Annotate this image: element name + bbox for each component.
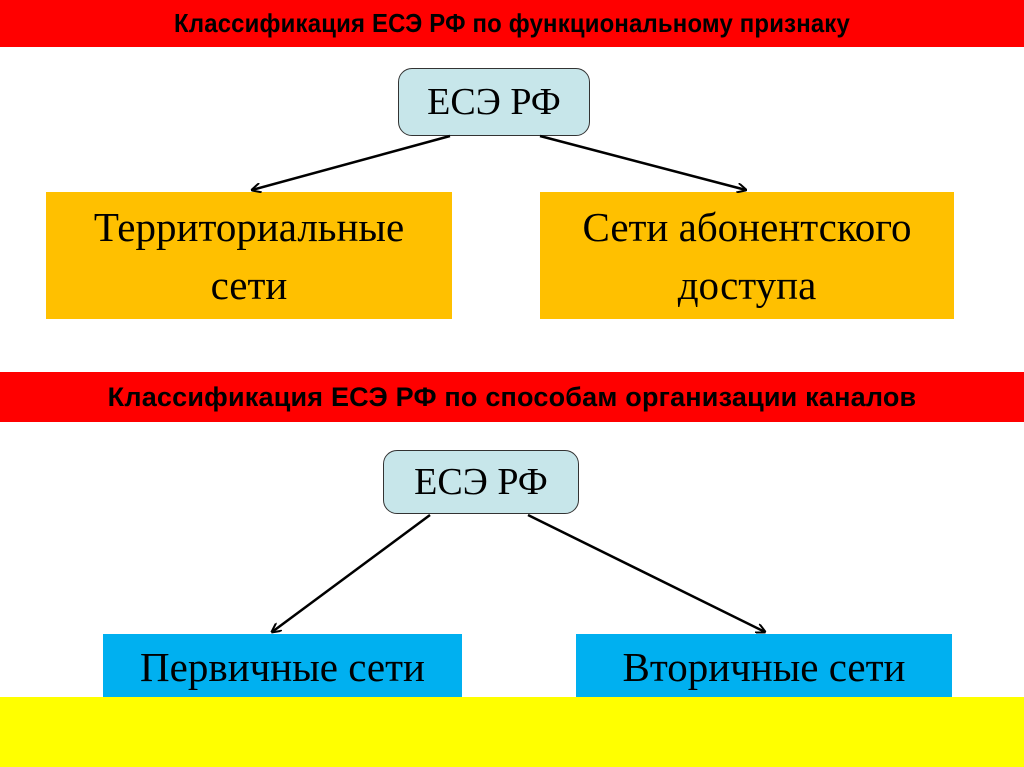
- arrow-to-secondary: [527, 513, 765, 632]
- node-subscriber-access-networks-label: Сети абонентского доступа: [582, 203, 912, 308]
- arrow-to-territorial: [252, 134, 451, 190]
- node-secondary-networks: Вторичные сети: [576, 634, 952, 700]
- node-subscriber-access-networks: Сети абонентского доступа: [540, 192, 954, 319]
- root-node-channels: ЕСЭ РФ: [383, 450, 579, 514]
- section-title-functional: Классификация ЕСЭ РФ по функциональному …: [40, 0, 984, 47]
- arrow-to-subscriber-access: [539, 134, 746, 190]
- root-node-functional: ЕСЭ РФ: [398, 68, 590, 136]
- node-territorial-networks-label: Территориальные сети: [93, 203, 405, 308]
- node-territorial-networks: Территориальные сети: [46, 192, 452, 319]
- node-primary-networks: Первичные сети: [103, 634, 462, 700]
- arrow-to-primary: [272, 513, 431, 632]
- section-title-channels: Классификация ЕСЭ РФ по способам организ…: [0, 372, 1024, 422]
- bottom-bar: [0, 697, 1024, 767]
